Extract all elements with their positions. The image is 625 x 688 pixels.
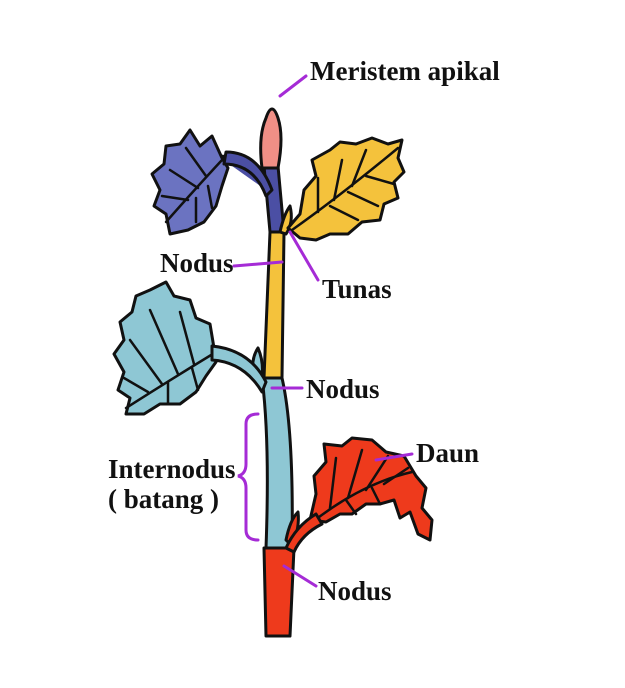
leaf-red (308, 436, 434, 542)
label-nodus-lower: Nodus (318, 576, 392, 606)
leader-nodus-upper (232, 260, 284, 268)
leader-daun (374, 452, 414, 462)
label-daun: Daun (416, 438, 479, 468)
leaf-teal-petiole (210, 344, 268, 394)
stem-red-segment (262, 546, 296, 638)
stem (260, 164, 296, 638)
label-nodus-middle: Nodus (306, 374, 380, 404)
label-meristem-apikal: Meristem apikal (310, 56, 500, 86)
label-tunas: Tunas (322, 274, 392, 304)
meristem-bud (259, 107, 283, 170)
leaf-red-petiole (284, 512, 324, 554)
stem-yellow-segment (262, 230, 286, 380)
label-internodus: Internodus (108, 454, 236, 484)
leaf-yellow (286, 136, 406, 242)
stem-teal-segment (260, 376, 294, 550)
leader-lines (232, 74, 414, 588)
leader-tunas (288, 230, 320, 282)
internodus-bracket (237, 412, 260, 542)
leader-nodus-lower (282, 564, 318, 588)
leaf-blue-petiole (222, 150, 274, 198)
label-batang: ( batang ) (108, 484, 219, 514)
leader-meristem (278, 74, 308, 98)
leaf-blue (150, 128, 268, 236)
label-nodus-upper: Nodus (160, 248, 234, 278)
leaf-teal (112, 280, 218, 416)
